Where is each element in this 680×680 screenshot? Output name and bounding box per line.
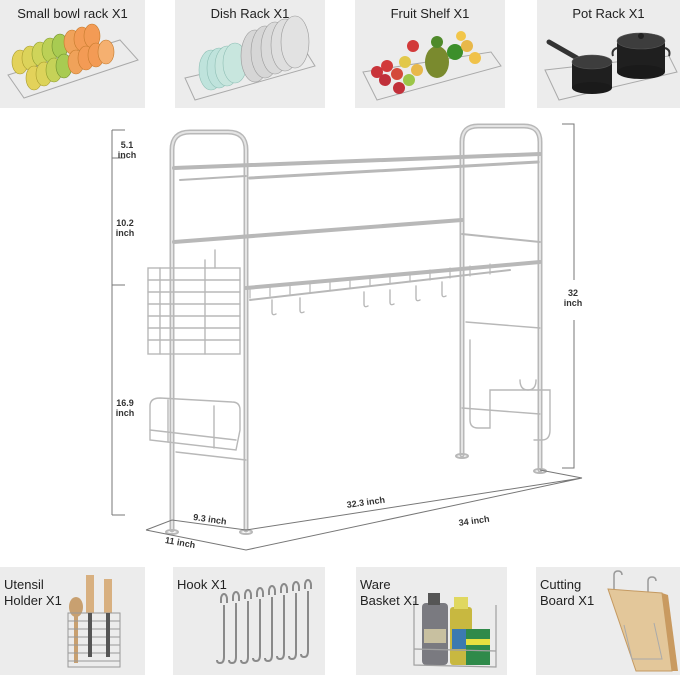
utensil-holder-image xyxy=(67,575,121,668)
right-frame xyxy=(459,123,543,473)
accessory-label: Dish Rack X1 xyxy=(210,6,290,21)
accessory-panel-utensil-holder: Utensil Holder X1 xyxy=(0,567,145,675)
dim-middle-gap: 10.2 inch xyxy=(115,218,135,238)
bowl-rack-image xyxy=(7,23,139,99)
accessory-label: Hook X1 xyxy=(177,577,227,592)
accessory-panel-hook: Hook X1 xyxy=(173,567,325,675)
cutting-board-holder-part xyxy=(461,321,551,441)
accessory-label: Fruit Shelf X1 xyxy=(390,6,470,21)
dimension-lines xyxy=(111,123,583,551)
pot-rack-image xyxy=(544,32,678,101)
dish-rack-image xyxy=(184,15,316,101)
rack-diagram xyxy=(111,123,583,551)
utensil-holder-part xyxy=(147,249,241,355)
accessory-panel-cutting-board: Cutting Board X1 xyxy=(536,567,680,675)
accessory-panel-dish-rack: Dish Rack X1 xyxy=(175,0,325,108)
accessory-label: Pot Rack X1 xyxy=(572,6,645,21)
accessory-panel-pot-rack: Pot Rack X1 xyxy=(537,0,680,108)
accessory-panel-ware-basket: Ware Basket X1 xyxy=(356,567,507,675)
hooks-image xyxy=(216,579,312,665)
dim-total-height: 32 inch xyxy=(563,288,583,308)
accessory-label: Cutting Board X1 xyxy=(540,577,595,608)
left-frame xyxy=(169,129,249,533)
accessory-label: Utensil Holder X1 xyxy=(4,577,62,608)
ware-basket-part xyxy=(149,397,247,461)
accessory-label: Small bowl rack X1 xyxy=(17,6,128,21)
fruit-shelf-image xyxy=(362,31,502,101)
dim-top-gap: 5.1 inch xyxy=(117,140,137,160)
accessory-panel-fruit-shelf: Fruit Shelf X1 xyxy=(355,0,505,108)
ware-basket-image xyxy=(413,593,497,668)
accessory-panel-small-bowl-rack: Small bowl rack X1 xyxy=(0,0,145,108)
dim-bottom-gap: 16.9 inch xyxy=(115,398,135,418)
accessory-label: Ware Basket X1 xyxy=(360,577,420,608)
cutting-board-image xyxy=(607,570,678,672)
